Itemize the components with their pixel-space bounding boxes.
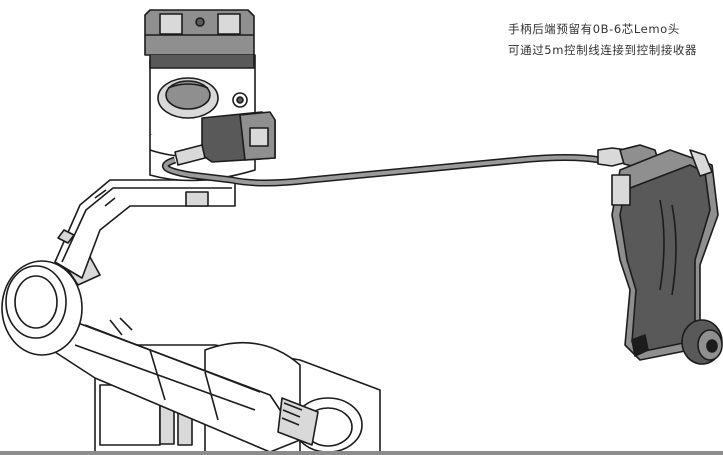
remote-handle: [597, 144, 723, 365]
pan-motor: [1, 247, 101, 356]
control-cable: [161, 154, 601, 187]
caption-line-2: 可通过5m控制线连接到控制接收器: [508, 43, 698, 57]
bottom-divider: [0, 451, 723, 455]
lemo-connector: [174, 111, 276, 166]
roll-motor: [277, 397, 363, 453]
caption: 手柄后端预留有0B-6芯Lemo头 可通过5m控制线连接到控制接收器: [508, 19, 723, 61]
caption-line-1: 手柄后端预留有0B-6芯Lemo头: [508, 22, 680, 36]
tilt-arm: [54, 179, 236, 279]
quick-release-plate: [144, 9, 255, 69]
